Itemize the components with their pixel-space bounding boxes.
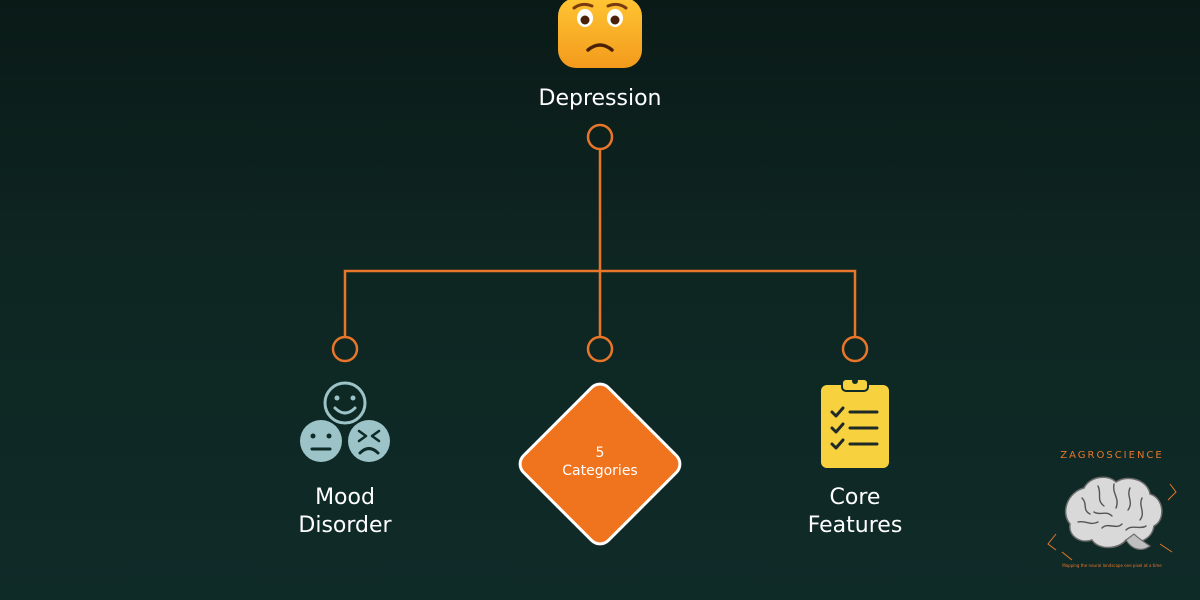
- categories-diamond: [518, 382, 682, 546]
- center-node: [586, 335, 614, 363]
- worried-face-icon: [558, 0, 642, 68]
- mood-faces-icon: [300, 381, 390, 462]
- logo-tagline: Mapping the neural landscape one pixel a…: [1062, 563, 1162, 568]
- brain-icon: [1047, 476, 1177, 561]
- diamond-label: 5 Categories: [500, 444, 700, 480]
- branch-label-line-1: Core: [829, 485, 881, 510]
- branch-label-mood-disorder: Mood Disorder: [225, 484, 465, 540]
- left-node: [331, 335, 359, 363]
- diamond-label-text: Categories: [562, 463, 638, 479]
- root-label: Depression: [538, 86, 662, 111]
- branch-label-line-2: Features: [807, 513, 903, 538]
- connector-lines: [343, 149, 857, 337]
- logo-title: ZAGROSCIENCE: [1060, 450, 1164, 461]
- branch-bar: [343, 269, 857, 337]
- clipboard-checklist-icon: [821, 378, 889, 468]
- right-node: [841, 335, 869, 363]
- root-node: [586, 123, 614, 151]
- branch-label-line-2: Disorder: [298, 513, 392, 538]
- diamond-label-number: 5: [595, 445, 605, 461]
- zagroscience-logo: ZAGROSCIENCE Mapping the neural landscap…: [1042, 448, 1182, 578]
- branch-label-core-features: Core Features: [735, 484, 975, 540]
- branch-label-line-1: Mood: [315, 485, 375, 510]
